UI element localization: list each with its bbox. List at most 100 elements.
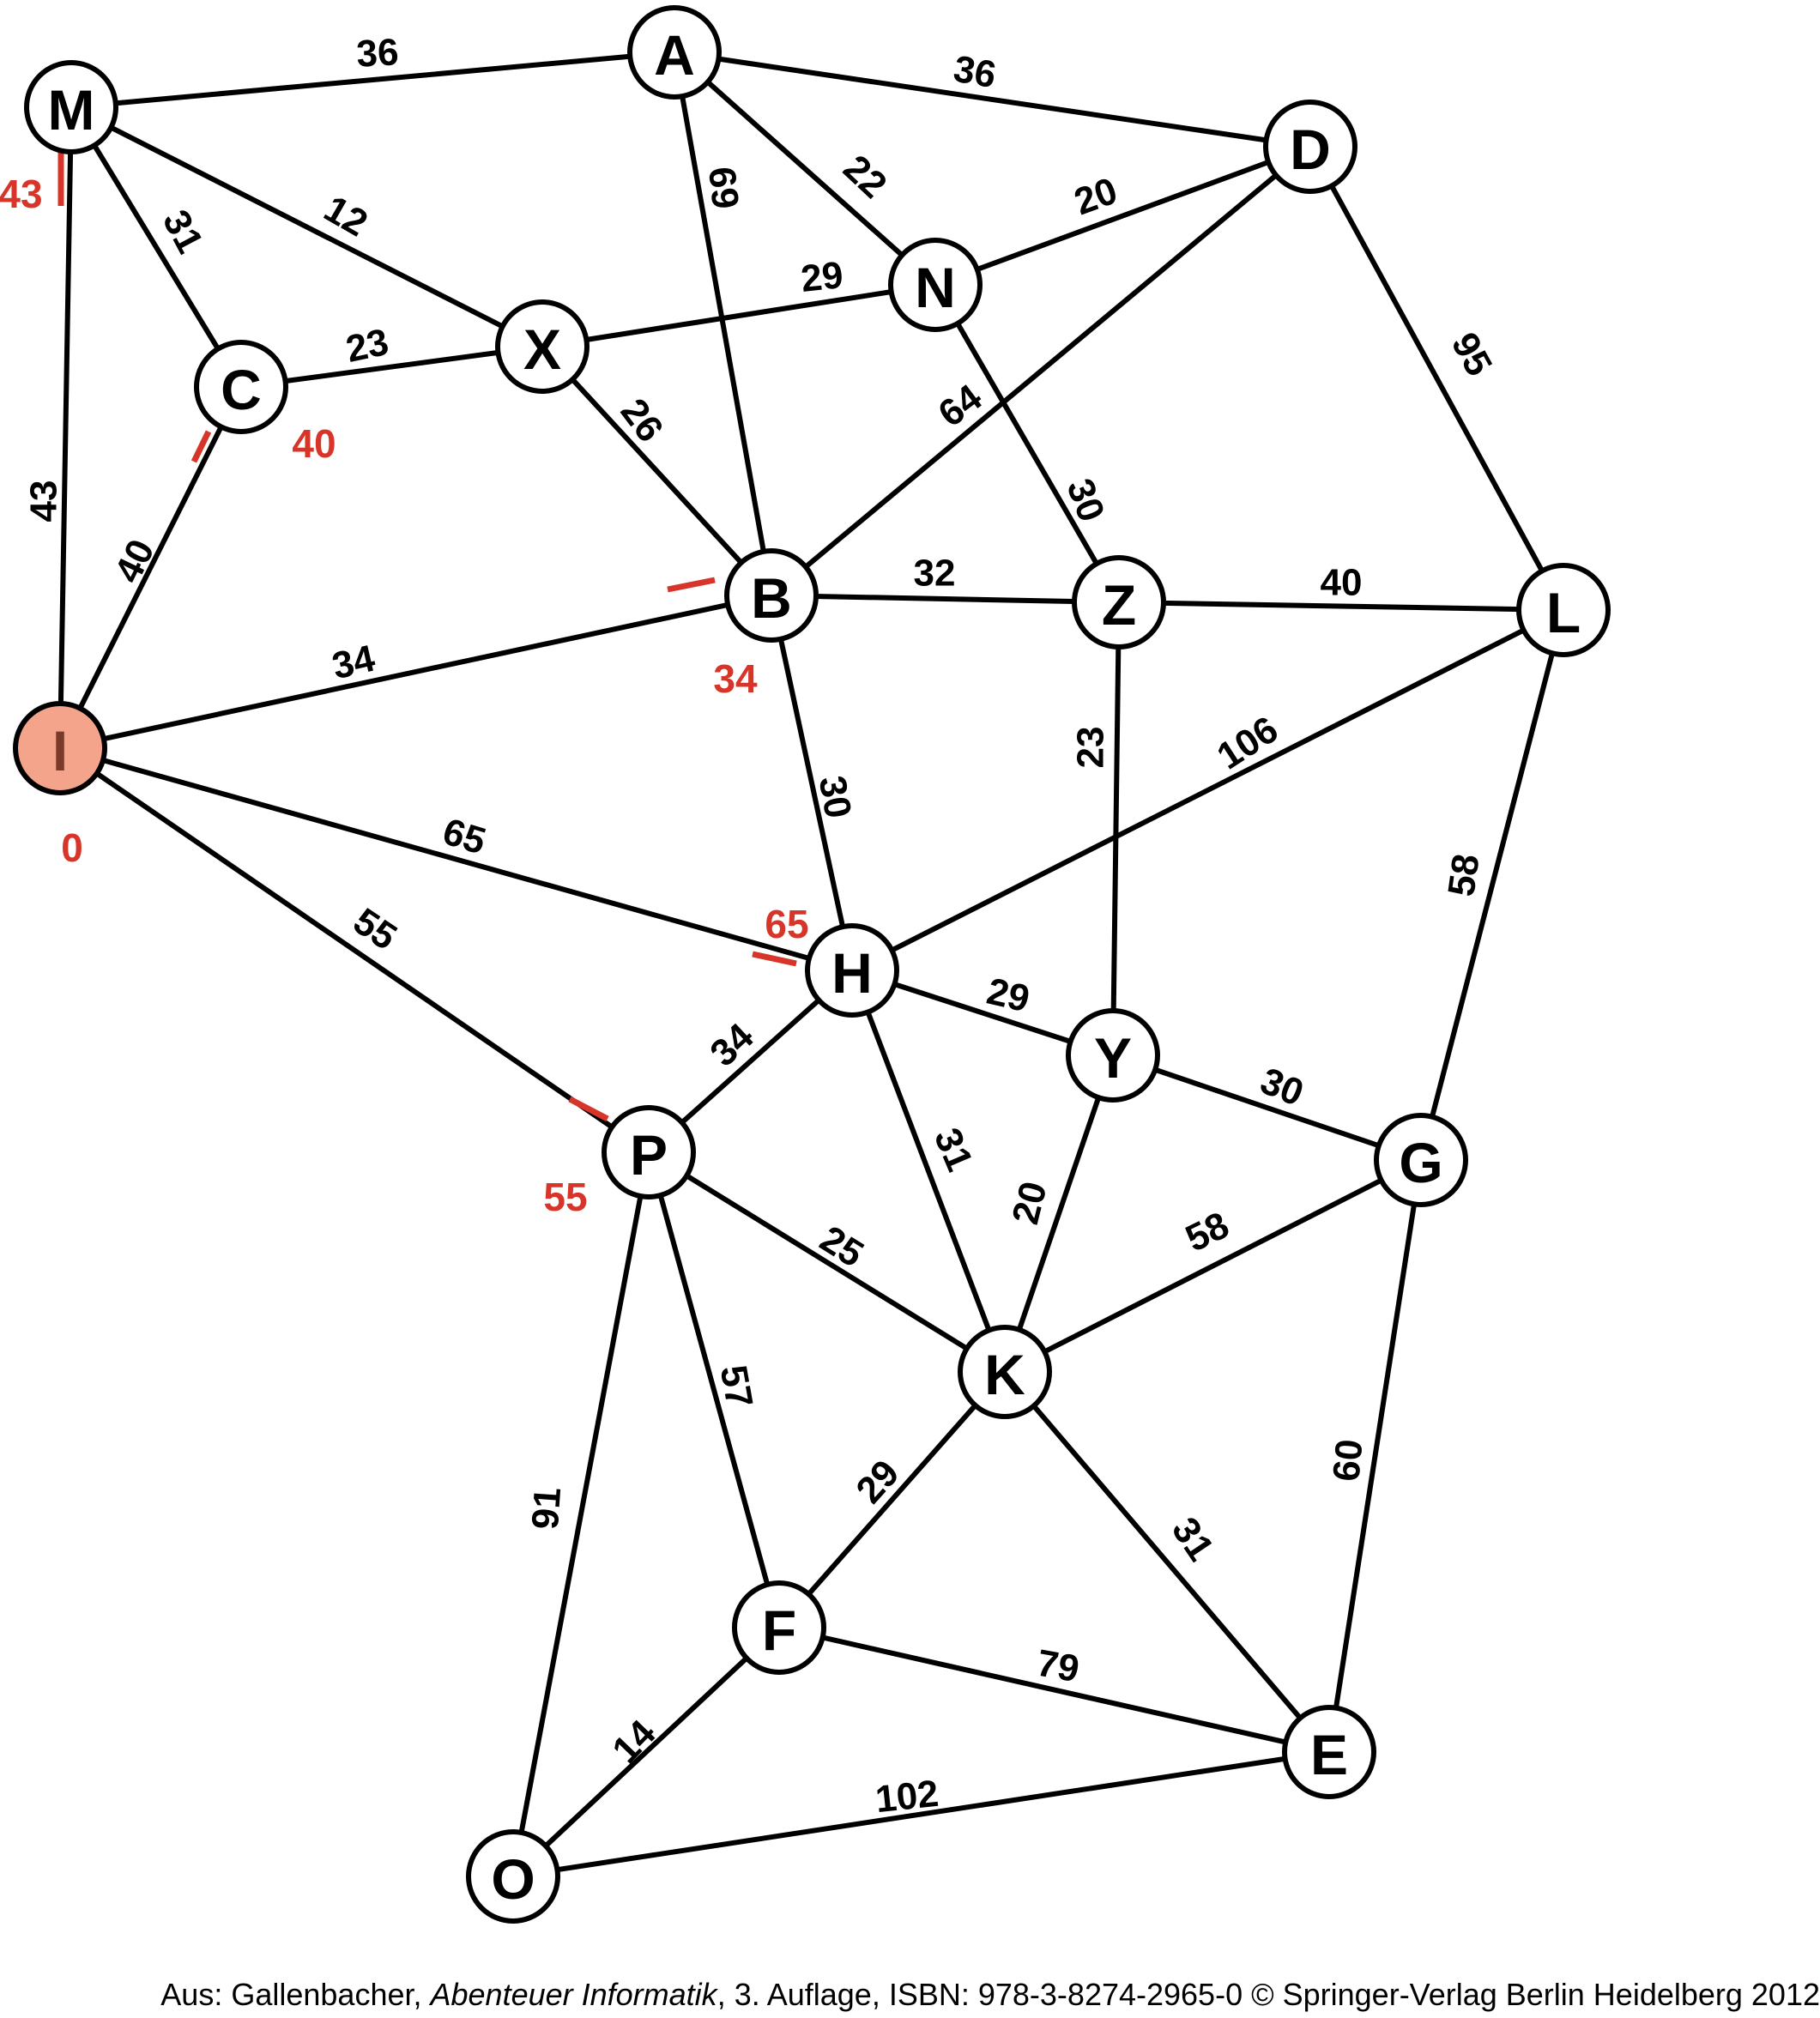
edge-m-c: [69, 106, 244, 389]
edge-f-e: [778, 1625, 1330, 1755]
edge-weight-p-o: 91: [524, 1486, 569, 1531]
edge-weight-x-n: 29: [799, 254, 845, 300]
edge-z-l: [1118, 600, 1564, 613]
edge-weight-k-g: 58: [1179, 1204, 1235, 1260]
node-label-d: D: [1290, 118, 1331, 181]
node-circle-o: [466, 1829, 560, 1924]
node-circle-h: [805, 923, 899, 1018]
distance-label-m: 43: [0, 172, 43, 216]
node-h[interactable]: H: [805, 923, 899, 1018]
edge-h-l: [850, 607, 1565, 973]
credit-suffix: , 3. Auflage, ISBN: 978-3-8274-2965-0 © …: [717, 1977, 1820, 2012]
edge-weight-o-e: 102: [874, 1773, 940, 1821]
node-label-l: L: [1546, 581, 1581, 644]
source-credit: Aus: Gallenbacher, Abenteuer Informatik,…: [0, 1977, 1820, 2013]
node-o[interactable]: O: [466, 1829, 560, 1924]
node-circle-f: [732, 1580, 826, 1675]
distance-label-p: 55: [543, 1175, 587, 1219]
node-label-k: K: [984, 1343, 1025, 1406]
edge-c-x: [240, 344, 543, 390]
node-circle-n: [888, 238, 983, 332]
node-x[interactable]: X: [495, 299, 590, 394]
edge-k-e: [1002, 1370, 1332, 1754]
edges-layer: [57, 50, 1566, 1879]
node-a[interactable]: A: [627, 5, 722, 100]
edge-n-z: [933, 283, 1122, 604]
edge-z-y: [1110, 601, 1122, 1056]
nodes-layer: M A D N X C B Z L I H Y G P K F E O: [13, 5, 1611, 1924]
edge-i-c: [57, 385, 244, 750]
edge-i-p: [58, 746, 650, 1155]
edge-o-f: [511, 1625, 782, 1879]
node-circle-g: [1374, 1113, 1468, 1207]
node-label-a: A: [654, 23, 695, 87]
edge-m-x: [70, 105, 544, 349]
node-c[interactable]: C: [194, 340, 288, 434]
edge-weight-i-b: 34: [329, 637, 379, 688]
node-label-c: C: [221, 358, 262, 421]
edge-weight-p-f: 57: [712, 1362, 761, 1411]
node-z[interactable]: Z: [1072, 555, 1166, 650]
node-circle-p: [602, 1105, 696, 1199]
edge-weight-n-d: 20: [1069, 170, 1123, 224]
edge-d-b: [770, 144, 1312, 598]
node-label-y: Y: [1094, 1026, 1132, 1090]
node-g[interactable]: G: [1374, 1113, 1468, 1207]
node-label-n: N: [915, 256, 956, 319]
node-i[interactable]: I: [13, 701, 107, 795]
node-d[interactable]: D: [1263, 100, 1357, 194]
node-m[interactable]: M: [24, 60, 118, 154]
node-circle-e: [1282, 1705, 1376, 1799]
node-l[interactable]: L: [1516, 563, 1611, 657]
edge-weight-h-y: 29: [983, 970, 1034, 1021]
edge-l-g: [1418, 609, 1566, 1161]
node-label-x: X: [523, 317, 561, 381]
edge-weight-x-b: 26: [613, 391, 672, 450]
node-label-e: E: [1310, 1723, 1348, 1786]
node-label-g: G: [1399, 1131, 1442, 1194]
node-circle-c: [194, 340, 288, 434]
edge-x-b: [540, 344, 774, 598]
node-label-p: P: [630, 1123, 668, 1187]
edge-weight-k-e: 31: [1164, 1510, 1222, 1568]
distance-mark-b: [667, 577, 716, 593]
node-e[interactable]: E: [1282, 1705, 1376, 1799]
node-circle-z: [1072, 555, 1166, 650]
node-circle-x: [495, 299, 590, 394]
edge-weight-c-x: 23: [342, 321, 392, 371]
node-p[interactable]: P: [602, 1105, 696, 1199]
edge-p-f: [646, 1151, 782, 1628]
edge-weight-z-y: 23: [1070, 727, 1112, 769]
edge-weight-p-h: 34: [702, 1015, 762, 1075]
edge-p-k: [647, 1150, 1007, 1375]
node-y[interactable]: Y: [1066, 1008, 1160, 1103]
distance-mark-h: [752, 951, 797, 967]
distance-mark-p: [568, 1096, 609, 1122]
edge-b-z: [771, 593, 1120, 605]
node-circle-i: [13, 701, 107, 795]
node-label-z: Z: [1102, 573, 1136, 637]
edge-f-k: [777, 1370, 1007, 1629]
credit-book-title: Abenteuer Informatik: [430, 1977, 717, 2012]
edge-p-o: [511, 1151, 651, 1877]
distance-label-h: 65: [765, 902, 808, 946]
edge-weight-m-a: 36: [355, 31, 399, 75]
edge-weight-h-k: 31: [926, 1122, 981, 1177]
edge-k-g: [1003, 1157, 1423, 1375]
node-b[interactable]: B: [724, 548, 819, 643]
node-label-f: F: [762, 1598, 796, 1662]
edge-weight-n-z: 30: [1058, 473, 1112, 527]
edge-a-n: [673, 50, 937, 287]
node-label-b: B: [751, 566, 792, 630]
node-n[interactable]: N: [888, 238, 983, 332]
edge-m-a: [70, 50, 675, 110]
edge-weight-i-c: 40: [106, 533, 163, 589]
node-k[interactable]: K: [958, 1325, 1052, 1419]
edge-a-b: [672, 51, 774, 596]
edge-weight-b-z: 32: [914, 553, 956, 595]
edge-weight-k-y: 20: [1004, 1177, 1055, 1228]
node-f[interactable]: F: [732, 1580, 826, 1675]
edge-n-d: [934, 144, 1312, 287]
